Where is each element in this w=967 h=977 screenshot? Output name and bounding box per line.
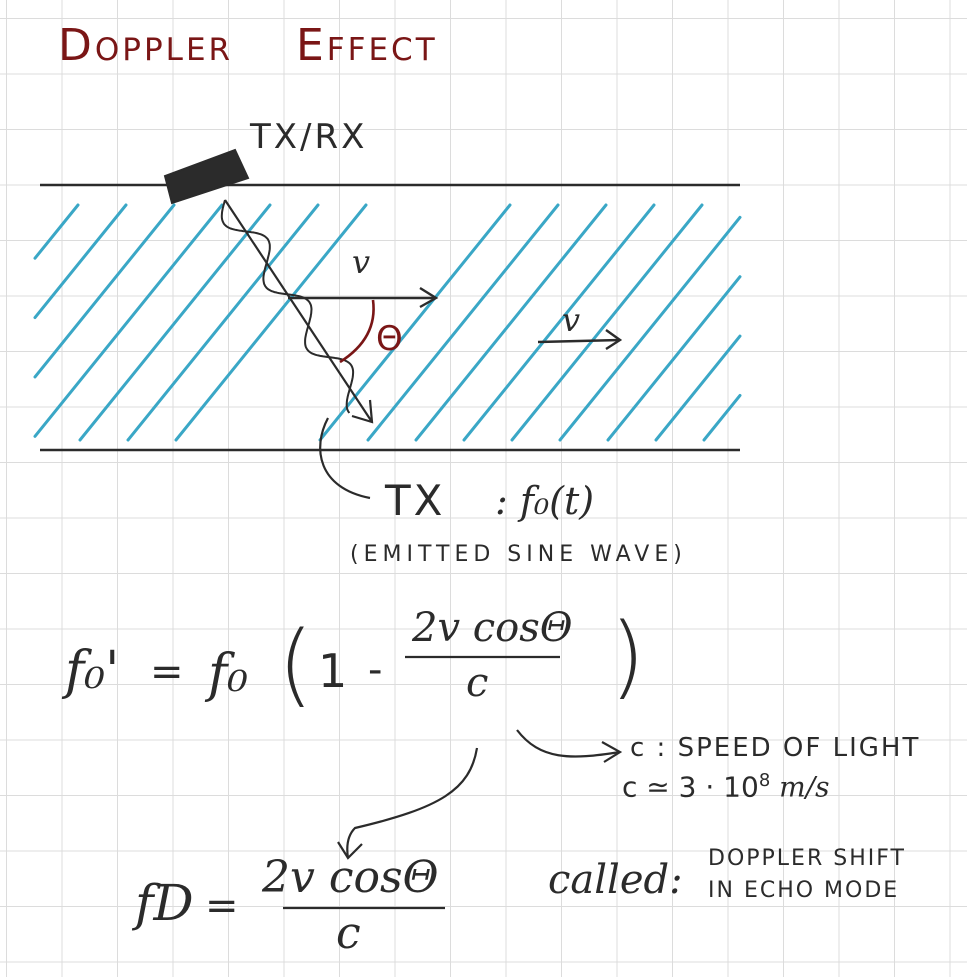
note-line-2-unit: m/s [779, 770, 830, 804]
velocity-arrow-2 [537, 338, 621, 344]
tx-label: TX [385, 476, 446, 525]
note-line-2-exponent: 8 [758, 770, 771, 791]
transducer-probe [163, 148, 250, 205]
eq1-numerator: 2v cosΘ [412, 605, 573, 651]
hatch-stroke [606, 275, 742, 442]
eq2-denominator: c [336, 908, 361, 959]
called-line-1: DOPPLER SHIFT [708, 846, 906, 871]
hatch-stroke [366, 203, 560, 442]
eq1-lhs: f₀' [65, 641, 120, 701]
hatch-stroke [318, 203, 512, 442]
beam-sine-wave [220, 199, 355, 414]
flow-hatching [33, 203, 742, 442]
hatch-stroke [414, 203, 608, 442]
called-label: called: [548, 857, 683, 903]
velocity-label-2: v [562, 301, 581, 339]
note-line-1: c : SPEED OF LIGHT [630, 733, 921, 763]
tx-signal: : f₀(t) [495, 479, 595, 523]
note-line-2: c ≃ 3 · 108 m/s [622, 772, 830, 801]
arrow-to-eq2-head [337, 841, 363, 860]
velocity-arrow-2-head [605, 329, 623, 351]
hatch-stroke [174, 203, 368, 442]
eq1-one: 1 [318, 644, 348, 698]
eq2-equals: = [205, 883, 239, 929]
title-word-2: Effect [296, 20, 438, 71]
velocity-label-1: v [352, 243, 371, 281]
angle-label: Θ [376, 319, 403, 359]
eq2-numerator: 2v cosΘ [262, 852, 439, 903]
tx-note: (EMITTED SINE WAVE) [350, 542, 687, 567]
eq1-equals: = [150, 649, 184, 695]
hatch-stroke [462, 203, 656, 442]
title-word-1: Doppler [58, 20, 234, 71]
hatch-stroke [33, 203, 80, 260]
hatch-stroke [33, 203, 128, 320]
beam-arrowhead [351, 399, 374, 424]
hatch-stroke [78, 203, 272, 442]
hatch-stroke [33, 203, 176, 379]
hatch-stroke [510, 203, 704, 442]
arrow-to-note-head [601, 741, 623, 763]
arrow-to-eq2 [346, 747, 479, 859]
eq1-close-paren: ) [610, 604, 646, 709]
hatch-stroke [33, 203, 224, 438]
note-line-2-value: c ≃ 3 · 10 [622, 770, 759, 804]
eq1-minus: - [368, 647, 383, 693]
angle-arc [339, 299, 375, 364]
eq1-factor: f₀ [208, 644, 249, 704]
hatch-stroke [654, 334, 742, 442]
arrow-to-note [516, 729, 621, 758]
hatch-stroke [702, 393, 742, 442]
called-line-2: IN ECHO MODE [708, 878, 900, 903]
beam-line [224, 199, 373, 423]
eq1-denominator: c [466, 660, 489, 706]
velocity-arrow-1-head [419, 286, 439, 309]
transducer-label: TX/RX [250, 117, 368, 157]
tx-bracket [319, 417, 371, 500]
hatch-stroke [126, 203, 320, 442]
eq1-open-paren: ( [278, 612, 314, 717]
hatch-stroke [558, 215, 742, 442]
eq2-lhs: fD [135, 874, 194, 932]
